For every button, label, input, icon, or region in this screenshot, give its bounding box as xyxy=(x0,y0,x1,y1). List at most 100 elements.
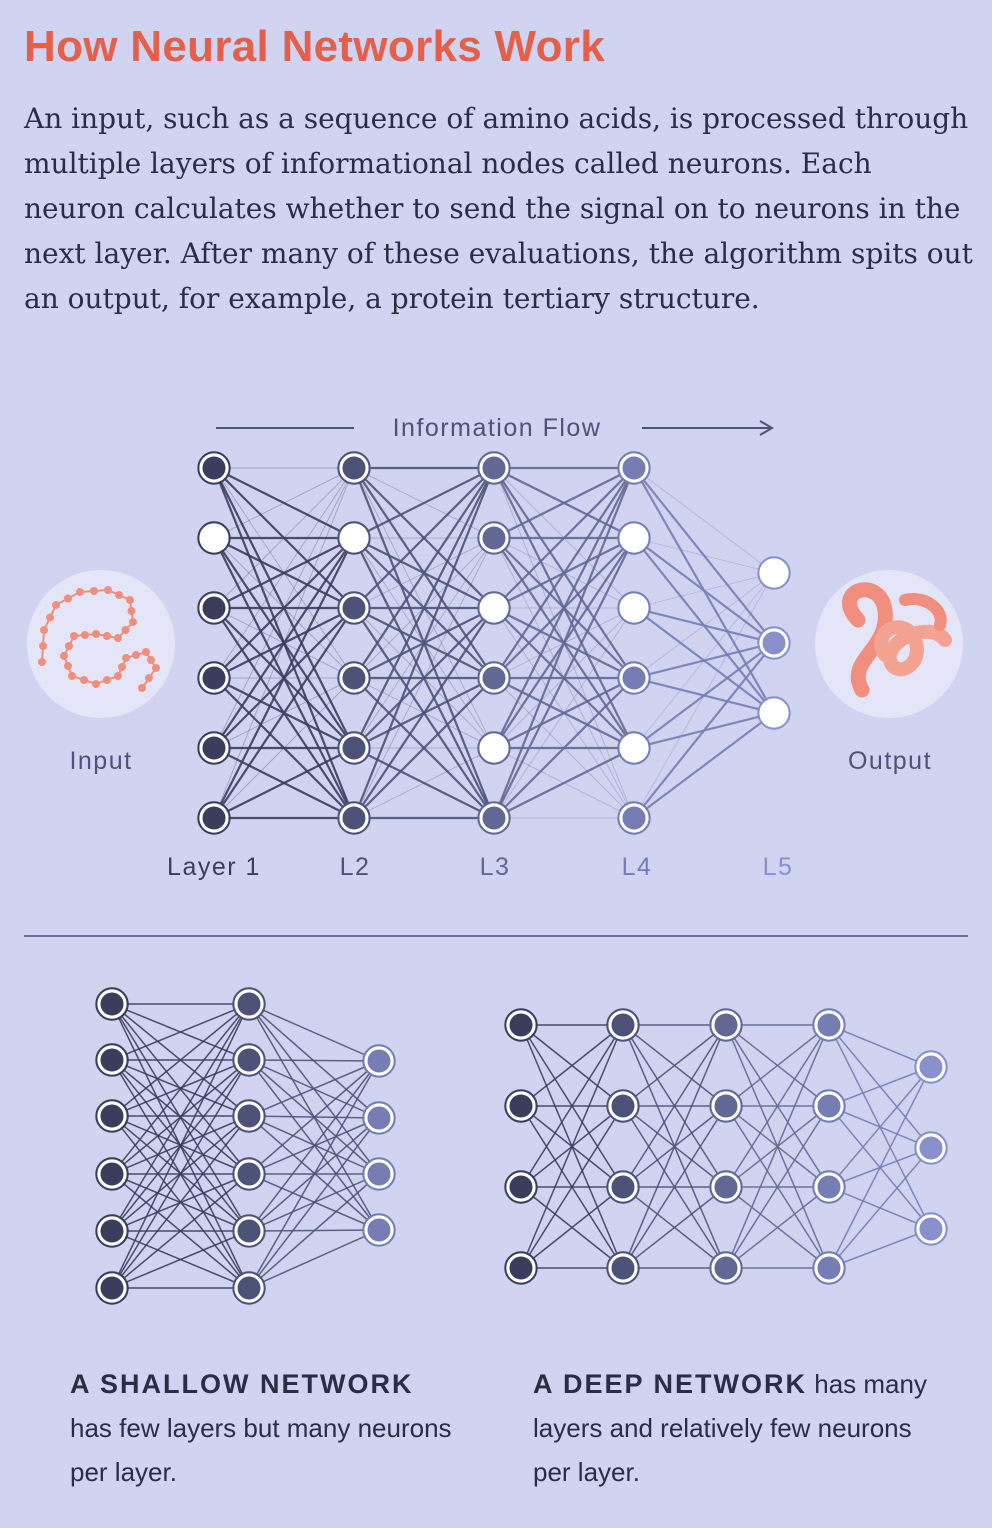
network-edge xyxy=(213,747,355,819)
neuron xyxy=(479,663,509,693)
network-edge xyxy=(633,572,775,749)
neuron xyxy=(479,453,509,483)
chain-bead xyxy=(40,626,48,634)
neuron xyxy=(619,803,649,833)
network-edge xyxy=(248,1059,380,1062)
network-edge xyxy=(633,572,775,819)
network-edge xyxy=(622,1024,727,1188)
network-edge xyxy=(493,677,635,749)
neuron-outline xyxy=(95,1043,129,1077)
network-edge xyxy=(248,1060,380,1232)
network-edge xyxy=(633,642,775,819)
chain-bead xyxy=(70,632,78,640)
network-edge xyxy=(828,1024,932,1068)
neuron-outline xyxy=(606,1089,640,1123)
neuron-inactive xyxy=(619,593,649,623)
neuron-outline xyxy=(337,451,371,485)
neuron-outline xyxy=(232,1271,266,1305)
neuron xyxy=(619,453,649,483)
chain-bead xyxy=(92,630,100,638)
neuron-inactive xyxy=(479,593,509,623)
neuron xyxy=(97,1273,127,1303)
layer-label-3: L3 xyxy=(480,853,511,881)
network-edge xyxy=(213,537,355,749)
neuron-outline xyxy=(914,1131,948,1165)
network-edge xyxy=(520,1105,624,1269)
network-edge xyxy=(353,467,495,539)
neuron-outline xyxy=(606,1170,640,1204)
chain-bead xyxy=(90,587,98,595)
neuron-outline xyxy=(197,521,231,555)
neuron-outline xyxy=(914,1212,948,1246)
neuron-outline xyxy=(504,1251,538,1285)
main-network xyxy=(197,451,791,835)
neuron-outline xyxy=(709,1008,743,1042)
neuron-outline xyxy=(232,1043,266,1077)
neuron xyxy=(619,663,649,693)
network-edge xyxy=(622,1024,727,1107)
network-edge xyxy=(213,467,355,609)
neuron xyxy=(608,1172,638,1202)
neuron-inactive xyxy=(619,523,649,553)
network-edge xyxy=(111,1003,250,1117)
neuron xyxy=(97,1101,127,1131)
neuron xyxy=(608,1010,638,1040)
neuron-outline xyxy=(362,1157,396,1191)
network-edge xyxy=(633,641,775,680)
neuron xyxy=(608,1253,638,1283)
neuron xyxy=(234,1273,264,1303)
network-edge xyxy=(111,1059,250,1289)
neuron-outline xyxy=(617,801,651,835)
neuron-outline xyxy=(362,1213,396,1247)
neuron-outline xyxy=(504,1089,538,1123)
neuron xyxy=(711,1010,741,1040)
network-edge xyxy=(111,1003,250,1232)
input-label: Input xyxy=(69,747,132,775)
network-edge xyxy=(111,1003,250,1175)
neuron-inactive xyxy=(759,558,789,588)
neuron xyxy=(814,1010,844,1040)
chain-bead xyxy=(64,662,72,670)
network-edge xyxy=(493,467,635,679)
neuron-outline xyxy=(812,1251,846,1285)
neuron-outline xyxy=(477,801,511,835)
network-edge xyxy=(520,1186,624,1269)
neuron xyxy=(234,1216,264,1246)
network-edge xyxy=(213,467,355,749)
network-edge xyxy=(633,606,775,645)
neuron xyxy=(339,733,369,763)
neuron-outline xyxy=(197,591,231,625)
network-edge xyxy=(493,537,635,819)
shallow-network-caption: A SHALLOW NETWORK has few layers but man… xyxy=(70,1362,490,1494)
network-edge xyxy=(493,677,635,819)
network-edge xyxy=(633,537,775,644)
neuron-outline xyxy=(477,731,511,765)
shallow-network-text: has few layers but many neurons per laye… xyxy=(70,1413,452,1487)
network-edge xyxy=(353,467,495,609)
network-edge xyxy=(248,1060,380,1289)
network-edge xyxy=(248,1060,380,1175)
network-edge xyxy=(633,537,775,574)
neuron xyxy=(759,628,789,658)
network-edge xyxy=(633,642,775,749)
network-edge xyxy=(111,1230,250,1289)
chain-bead xyxy=(122,654,130,662)
chain-bead xyxy=(142,648,150,656)
neuron-outline xyxy=(232,1157,266,1191)
neuron-outline xyxy=(914,1050,948,1084)
network-edge xyxy=(725,1024,830,1107)
neuron xyxy=(199,733,229,763)
network-nodes xyxy=(197,451,791,835)
neuron xyxy=(97,1216,127,1246)
neuron-outline xyxy=(95,987,129,1021)
neuron xyxy=(506,1010,536,1040)
neuron-outline xyxy=(812,1170,846,1204)
network-edge xyxy=(248,1173,380,1289)
deep-network-heading: A DEEP NETWORK xyxy=(533,1369,808,1399)
neuron xyxy=(199,663,229,693)
network-edge xyxy=(725,1105,830,1269)
network-edge xyxy=(493,467,635,609)
neuron xyxy=(608,1091,638,1121)
chain-bead xyxy=(126,596,134,604)
network-edge xyxy=(111,1115,250,1289)
